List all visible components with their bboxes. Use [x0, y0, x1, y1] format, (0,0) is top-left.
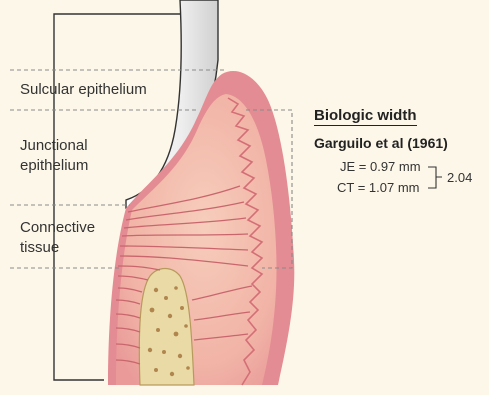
- biologic-width-reference: Garguilo et al (1961): [314, 135, 448, 151]
- biologic-width-title: Biologic width: [314, 107, 417, 126]
- total-value: 2.04: [447, 170, 472, 185]
- je-value: JE = 0.97 mm: [340, 159, 421, 174]
- label-connective-tissue: Connective tissue: [20, 218, 95, 258]
- ct-value: CT = 1.07 mm: [337, 180, 419, 195]
- sum-bracket: [428, 167, 442, 188]
- label-sulcular-epithelium: Sulcular epithelium: [20, 80, 147, 100]
- label-junctional-epithelium: Junctional epithelium: [20, 136, 88, 176]
